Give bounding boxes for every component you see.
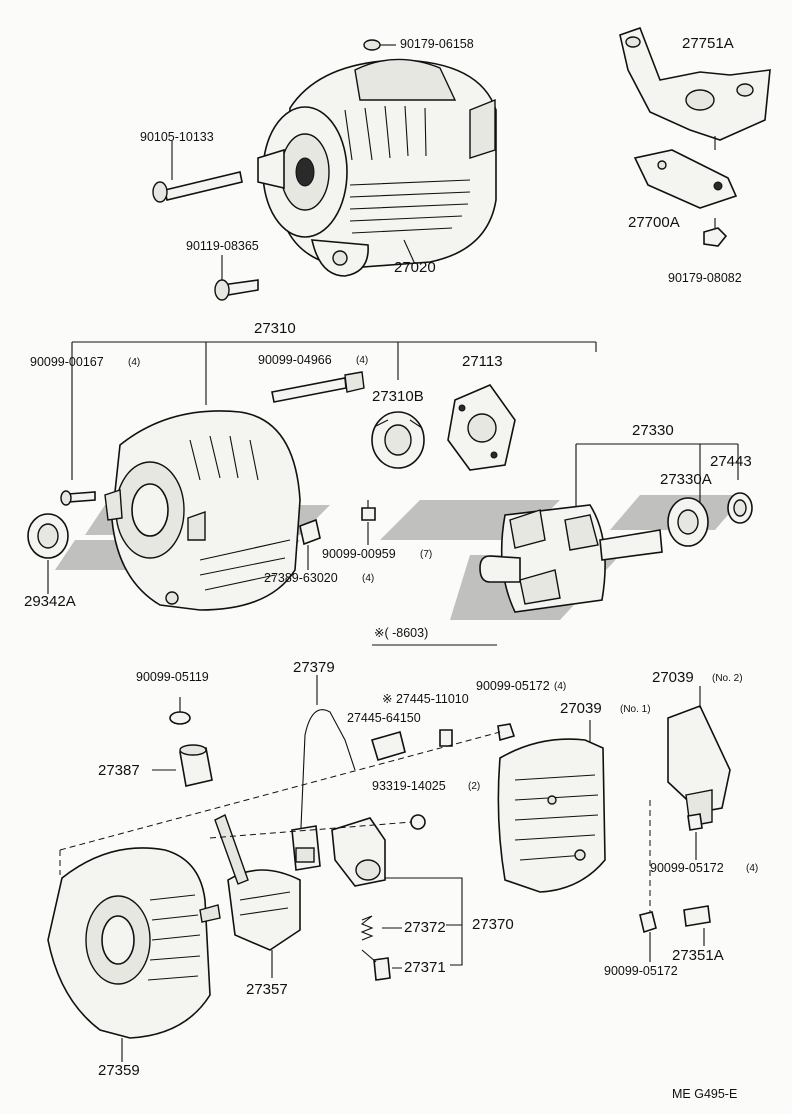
brush-27371 — [361, 949, 391, 981]
nut-90099-05119 — [169, 711, 191, 725]
label-90099-05172-right-qty: (4) — [746, 863, 759, 874]
label-90099-04966: 90099-04966 — [258, 353, 332, 367]
label-27359: 27359 — [98, 1062, 140, 1079]
screw-90099-00959 — [361, 500, 376, 521]
label-27443: 27443 — [710, 453, 752, 470]
label-93319-14025-qty: (2) — [468, 781, 481, 792]
bearing-27310B — [371, 411, 425, 469]
label-27370: 27370 — [472, 916, 514, 933]
regulator-27370 — [331, 817, 386, 887]
label-27387: 27387 — [98, 762, 140, 779]
bracket-27751A — [619, 26, 771, 141]
label-27751A: 27751A — [682, 35, 734, 52]
label-29342A: 29342A — [24, 593, 76, 610]
label-27389-63020: 27389-63020 — [264, 571, 338, 585]
holder-27387 — [179, 744, 213, 787]
label-90119-08365: 90119-08365 — [186, 239, 259, 253]
bracket-27700A — [633, 149, 738, 209]
label-27039-no2: 27039 — [652, 669, 694, 686]
label-93319-14025: 93319-14025 — [372, 779, 446, 793]
label-27389-63020-qty: (4) — [362, 573, 375, 584]
label-90099-00167: 90099-00167 — [30, 355, 104, 369]
label-90099-00959: 90099-00959 — [322, 547, 396, 561]
brush-holder-27357 — [214, 814, 301, 951]
label-27371: 27371 — [404, 959, 446, 976]
rear-cover-27039-no1 — [497, 738, 606, 893]
label-27372: 27372 — [404, 919, 446, 936]
nut-90099-05172-top — [497, 723, 516, 742]
label-90099-05172-top: 90099-05172 — [476, 679, 550, 693]
bearing-27330A — [667, 497, 709, 547]
washer-93319-14025 — [410, 814, 426, 830]
label-27020: 27020 — [394, 259, 436, 276]
label-27113: 27113 — [462, 353, 503, 370]
bolt-90099-05172-right — [687, 813, 703, 831]
label-90099-04966-qty: (4) — [356, 355, 369, 366]
label-27310: 27310 — [254, 320, 296, 337]
rotor-assembly — [479, 504, 663, 613]
nut-90099-05172-bottom — [639, 911, 657, 934]
wire-27379 — [291, 709, 356, 871]
insulator-27445-11010 — [439, 729, 453, 747]
footer-code: ME G495-E — [672, 1087, 738, 1101]
terminal-27351A — [683, 905, 711, 927]
label-27379: 27379 — [293, 659, 335, 676]
label-27330: 27330 — [632, 422, 674, 439]
plate-27445-64150 — [371, 731, 406, 761]
bolt-90099-04966 — [271, 371, 365, 403]
label-27039-no2-note: (No. 2) — [712, 673, 743, 684]
label-27039-no1: 27039 — [560, 700, 602, 717]
label-27445-64150: 27445-64150 — [347, 711, 421, 725]
label-27310B: 27310B — [372, 388, 424, 405]
label-90099-00167-qty: (4) — [128, 357, 141, 368]
cover-27039-no2 — [667, 704, 731, 827]
label-27330A: 27330A — [660, 471, 712, 488]
label-27700A: 27700A — [628, 214, 680, 231]
label-90099-05119: 90099-05119 — [136, 670, 209, 684]
seal-29342A — [27, 513, 69, 559]
spring-27372 — [360, 915, 374, 941]
label-90179-06158: 90179-06158 — [400, 37, 474, 51]
label-90099-05172-top-qty: (4) — [554, 681, 567, 692]
ring-27443 — [727, 492, 753, 524]
label-note-8603: ※( -8603) — [374, 626, 429, 640]
label-27445-11010: ※ 27445-11010 — [382, 692, 469, 706]
label-27039-no1-note: (No. 1) — [620, 704, 651, 715]
bolt-90105-10133 — [152, 171, 243, 203]
nut-90179-08082 — [703, 227, 728, 247]
alternator-assembly-27020 — [257, 39, 497, 277]
label-90099-05172-bottom: 90099-05172 — [604, 964, 678, 978]
screw-90099-00167 — [60, 490, 96, 506]
bolt-90119-08365 — [214, 279, 259, 301]
insulator-27389-63020 — [299, 518, 321, 546]
drive-end-frame — [104, 410, 301, 611]
plate-27113 — [447, 384, 516, 471]
label-27357: 27357 — [246, 981, 288, 998]
frame-27359 — [47, 847, 221, 1039]
label-90099-05172-right: 90099-05172 — [650, 861, 724, 875]
label-90179-08082: 90179-08082 — [668, 271, 742, 285]
label-27351A: 27351A — [672, 947, 724, 964]
label-90099-00959-qty: (7) — [420, 549, 433, 560]
label-90105-10133: 90105-10133 — [140, 130, 214, 144]
